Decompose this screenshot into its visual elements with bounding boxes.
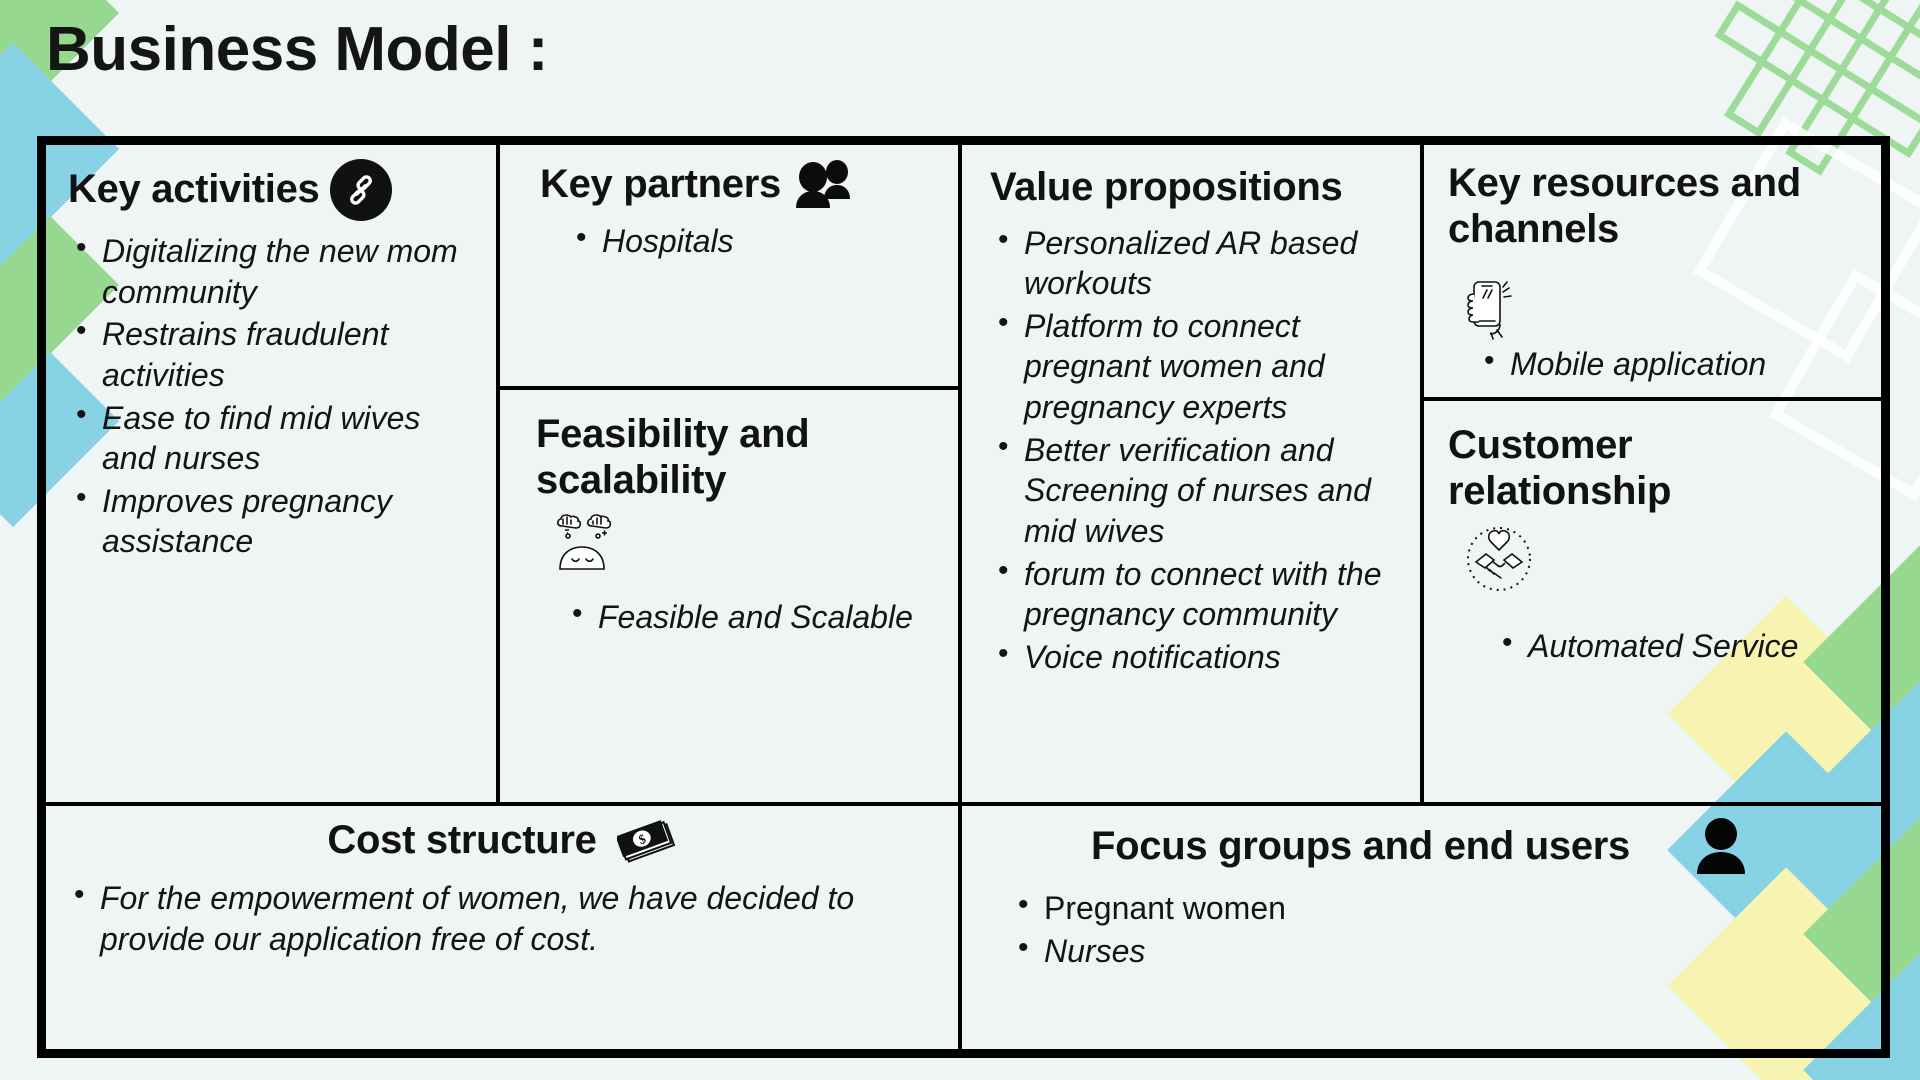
link-icon [329,159,392,221]
list-item: Feasible and Scalable [564,595,940,638]
svg-text:$: $ [636,831,648,847]
key-activities-heading: Key activities [68,159,478,221]
key-resources-list: Mobile application [1476,342,1863,385]
list-item: Nurses [1010,929,1861,972]
block-feasibility[interactable]: Feasibility and scalability [500,390,958,802]
block-cost-structure[interactable]: Cost structure $ For the empowerment o [46,806,962,1049]
list-item: Personalized AR based workouts [990,221,1402,304]
feasibility-list: Feasible and Scalable [564,595,940,638]
column-partners-feasibility: Key partners Hospitals [500,145,962,802]
page-title: Business Model : [46,15,548,84]
cost-structure-heading: Cost structure $ [66,816,938,866]
cost-structure-list: For the empowerment of women, we have de… [66,876,938,959]
customer-relationship-list: Automated Service [1494,624,1863,667]
list-item: For the empowerment of women, we have de… [66,876,938,959]
block-value-propositions[interactable]: Value propositions Personalized AR based… [962,145,1424,802]
money-banknote-icon: $ [616,816,677,866]
canvas-bottom-row: Cost structure $ For the empowerment o [46,806,1881,1049]
list-item: Hospitals [568,219,940,262]
block-key-activities[interactable]: Key activities Digitalizing the new mom … [46,145,500,802]
list-item: Mobile application [1476,342,1863,385]
key-resources-heading: Key resources and channels [1448,161,1863,340]
list-item: Ease to find mid wives and nurses [68,395,478,479]
focus-groups-list: Pregnant women Nurses [1010,886,1861,972]
person-icon [1690,816,1752,878]
customer-relationship-heading: Customer relationship [1448,423,1863,594]
feasibility-heading: Feasibility and scalability [536,412,940,575]
key-partners-list: Hospitals [568,219,940,262]
thinking-faces-chart-icon [552,513,618,575]
block-key-partners[interactable]: Key partners Hospitals [500,145,958,390]
key-activities-list: Digitalizing the new mom community Restr… [68,229,478,562]
list-item: Platform to connect pregnant women and p… [990,304,1402,428]
list-item: Better verification and Screening of nur… [990,428,1402,552]
people-icon [791,159,853,211]
key-partners-heading: Key partners [540,159,940,211]
business-model-canvas: Key activities Digitalizing the new mom … [37,136,1890,1058]
column-resources-relationship: Key resources and channels [1424,145,1881,802]
handshake-heart-icon [1462,524,1536,594]
hand-holding-phone-icon [1452,278,1514,340]
value-propositions-heading: Value propositions [990,165,1343,209]
list-item: Pregnant women [1010,886,1861,929]
block-key-resources[interactable]: Key resources and channels [1424,145,1881,401]
list-item: forum to connect with the pregnancy comm… [990,552,1402,635]
list-item: Restrains fraudulent activities [68,312,478,395]
list-item: Digitalizing the new mom community [68,229,478,312]
focus-groups-heading: Focus groups and end users [982,816,1861,878]
list-item: Improves pregnancy assistance [68,479,478,562]
canvas-top-row: Key activities Digitalizing the new mom … [46,145,1881,806]
list-item: Automated Service [1494,624,1863,667]
value-propositions-list: Personalized AR based workouts Platform … [990,221,1402,678]
list-item: Voice notifications [990,635,1402,678]
block-focus-groups[interactable]: Focus groups and end users Pregnant wome… [962,806,1881,1049]
block-customer-relationship[interactable]: Customer relationship Automated Se [1424,401,1881,802]
